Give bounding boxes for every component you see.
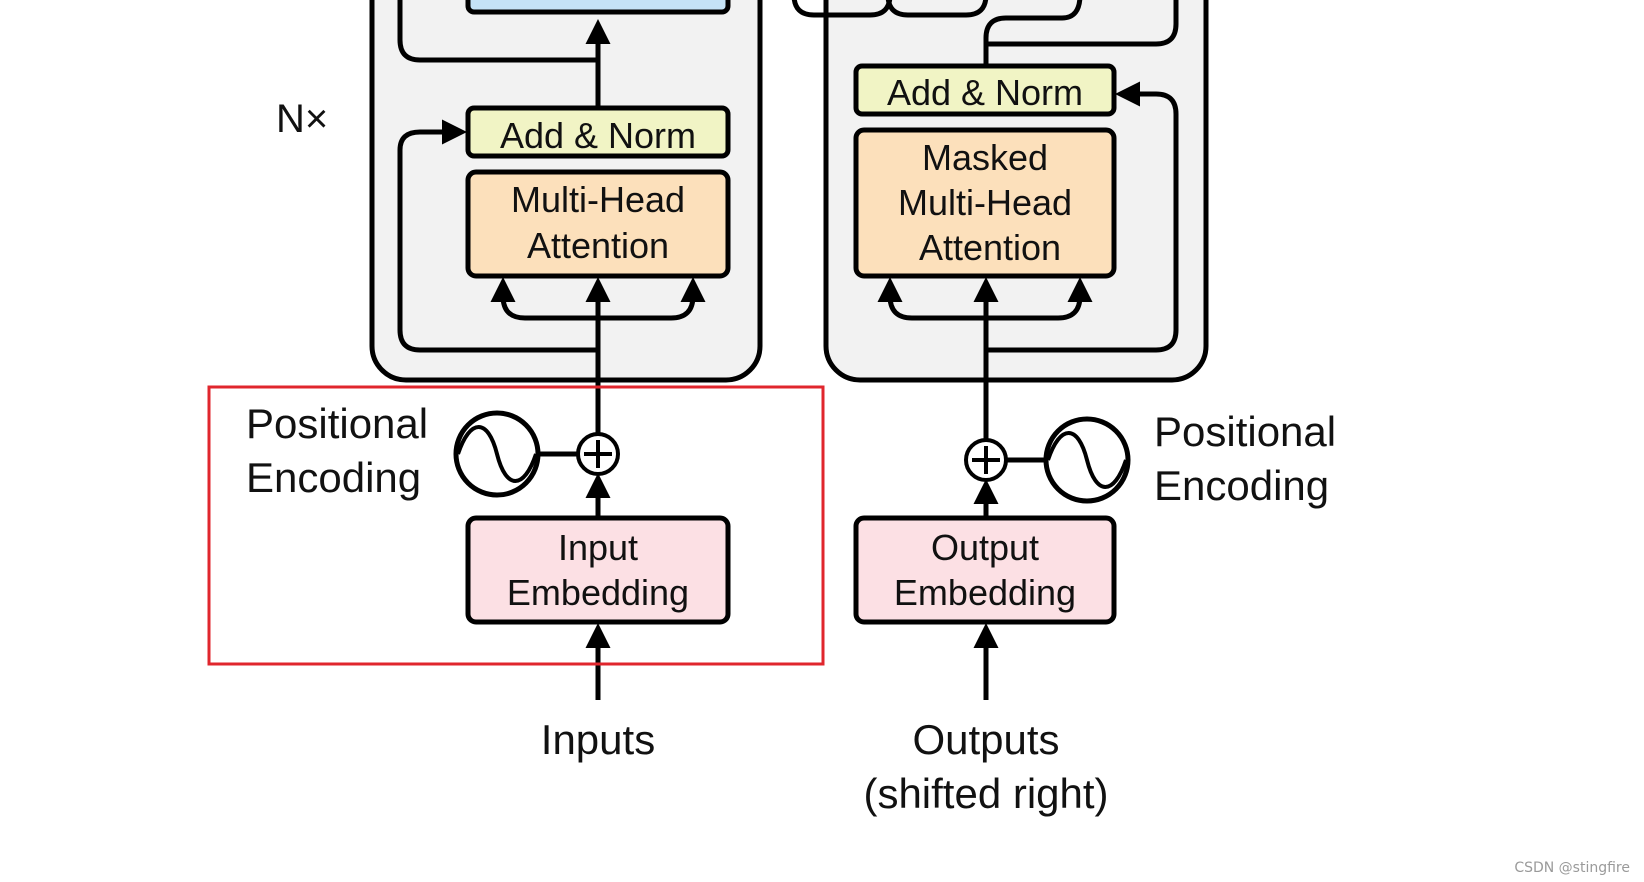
decoder-top-line-3: [983, 0, 1083, 65]
output-embedding-line-1: Output: [931, 527, 1039, 568]
watermark: CSDN @stingfire: [1514, 860, 1630, 876]
encoder-input-path: Positional Encoding Input Embedding Inpu…: [246, 380, 731, 763]
decoder-attention-box: [853, 127, 1117, 279]
outputs-label-2: (shifted right): [863, 770, 1108, 817]
encoder-attention-k-arrow: [490, 277, 598, 321]
inputs-label: Inputs: [541, 716, 655, 763]
encoder-attention-line-1: Multi-Head: [511, 179, 685, 220]
encoder-attention-line-2: Attention: [527, 225, 669, 266]
decoder-attention-k-arrow: [877, 277, 986, 321]
outputs-label-1: Outputs: [912, 716, 1059, 763]
decoder-attention-line-2: Multi-Head: [898, 182, 1072, 223]
decoder-sine-wave-icon: [1046, 431, 1128, 489]
output-embedding-line-2: Embedding: [894, 572, 1076, 613]
repeat-label: N×: [276, 97, 328, 141]
decoder-block: Add & Norm Masked Multi-Head Attention: [791, 0, 1209, 383]
decoder-add-norm-box: [853, 63, 1117, 117]
input-embedding-line-2: Embedding: [507, 572, 689, 613]
decoder-residual-arrow: [986, 81, 1179, 353]
decoder-input-path: Positional Encoding Output Embedding Out…: [853, 380, 1336, 817]
decoder-attention-line-3: Attention: [919, 227, 1061, 268]
encoder-sine-wave-icon: [456, 425, 538, 483]
output-embedding-box: [853, 515, 1117, 625]
decoder-pe-label-1: Positional: [1154, 408, 1336, 455]
encoder-attention-q-arrow: [598, 277, 706, 321]
decoder-add-norm-label: Add & Norm: [887, 72, 1083, 113]
encoder-add-norm-box: [465, 105, 731, 159]
encoder-pe-label-1: Positional: [246, 400, 428, 447]
decoder-top-line-2: [885, 0, 989, 18]
encoder-attention-box: [465, 169, 731, 279]
decoder-top-line-4: [986, 0, 1179, 47]
decoder-pe-label-2: Encoding: [1154, 462, 1329, 509]
encoder-add-norm-label: Add & Norm: [500, 115, 696, 156]
encoder-residual-arrow: [397, 119, 598, 353]
input-embedding-line-1: Input: [558, 527, 638, 568]
input-embedding-box: [465, 515, 731, 625]
decoder-attention-q-arrow: [986, 277, 1093, 321]
encoder-block: Add & Norm Multi-Head Attention: [369, 0, 763, 383]
encoder-feedforward-box: [465, 0, 731, 15]
highlight-box: [207, 385, 825, 666]
encoder-top-residual-line: [397, 0, 598, 63]
encoder-pe-label-2: Encoding: [246, 454, 421, 501]
decoder-attention-line-1: Masked: [922, 137, 1048, 178]
